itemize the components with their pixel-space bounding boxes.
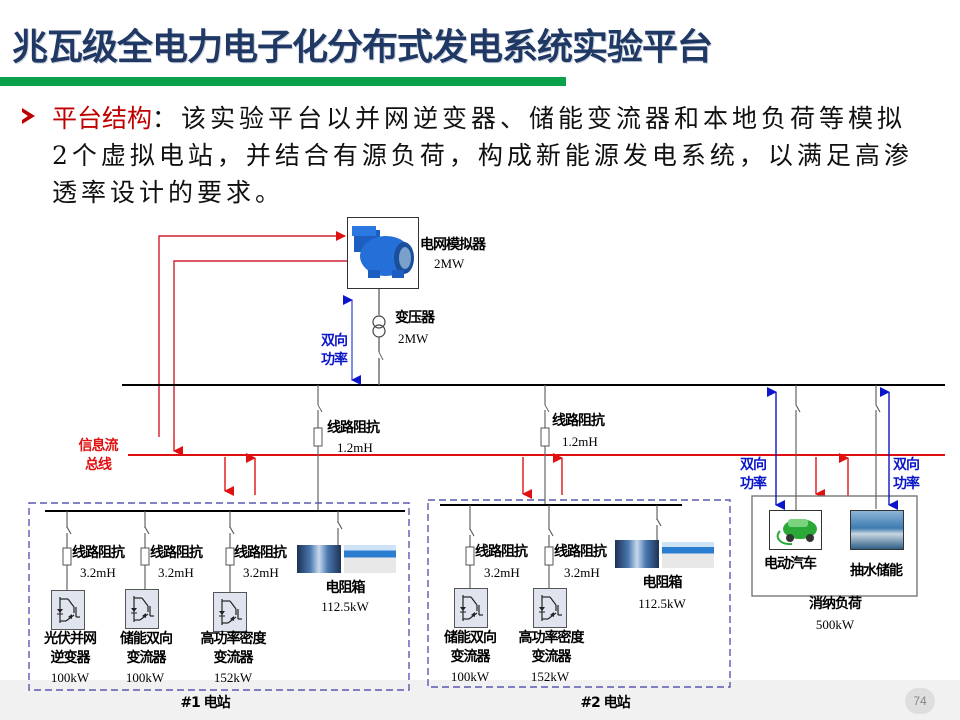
s2-converter-1-icon bbox=[454, 588, 488, 628]
feeder-2-impedance-value: 1.2mH bbox=[562, 434, 598, 449]
s2-resistor-rack-image bbox=[615, 540, 659, 568]
bullet-text: 平台结构：该实验平台以并网逆变器、储能变流器和本地负荷等模拟2个虚拟电站，并结合… bbox=[52, 100, 922, 211]
bullet-arrow-icon bbox=[22, 108, 35, 124]
station-1-label: #1 电站 bbox=[180, 695, 230, 711]
s1-branch-2-impedance-value: 3.2mH bbox=[158, 565, 194, 580]
s2-branch-1-impedance-label: 线路阻抗 bbox=[475, 544, 528, 560]
s2-load-label: 电阻箱 bbox=[642, 575, 683, 591]
generator-icon bbox=[352, 226, 414, 278]
s1-device-2-label: 储能双向变流器 bbox=[120, 631, 173, 666]
feeder-2-impedance-label: 线路阻抗 bbox=[552, 413, 605, 429]
title-underline bbox=[0, 77, 566, 86]
transformer-label: 变压器 bbox=[395, 310, 435, 326]
s1-resistor-rack-image bbox=[297, 545, 341, 573]
s1-converter-1-icon bbox=[51, 590, 85, 630]
s1-load-label: 电阻箱 bbox=[325, 580, 366, 596]
active-load-rating: 500kW bbox=[815, 617, 855, 632]
station-1-border bbox=[28, 502, 410, 691]
s1-branch-2-impedance-label: 线路阻抗 bbox=[150, 545, 203, 561]
s1-device-1-rating: 100kW bbox=[50, 670, 90, 685]
s1-building-image bbox=[344, 545, 396, 573]
feeder-1-impedance-label: 线路阻抗 bbox=[327, 420, 380, 436]
grid-simulator-image bbox=[347, 217, 419, 289]
s1-converter-3-icon bbox=[213, 592, 247, 632]
grid-simulator-label: 电网模拟器 bbox=[420, 237, 486, 253]
s2-converter-2-icon bbox=[533, 588, 567, 628]
bidirectional-power-label: 双向功率 bbox=[321, 333, 348, 368]
s1-device-2-rating: 100kW bbox=[125, 670, 165, 685]
s1-converter-2-icon bbox=[125, 589, 159, 629]
bullet-keyword: 平台结构 bbox=[52, 104, 153, 133]
s1-device-3-rating: 152kW bbox=[213, 670, 253, 685]
s2-device-2-label: 高功率密度变流器 bbox=[518, 630, 585, 665]
s1-device-3-label: 高功率密度变流器 bbox=[200, 631, 267, 666]
active-load-power-label-right: 双向功率 bbox=[893, 457, 920, 492]
s2-branch-2-impedance-value: 3.2mH bbox=[564, 565, 600, 580]
s1-branch-3-impedance-label: 线路阻抗 bbox=[234, 545, 287, 561]
feeder-1-impedance-value: 1.2mH bbox=[337, 440, 373, 455]
s2-branch-2-impedance-label: 线路阻抗 bbox=[554, 544, 607, 560]
electric-car-label: 电动汽车 bbox=[764, 556, 817, 572]
feeder-2 bbox=[540, 385, 550, 505]
pumped-storage-label: 抽水储能 bbox=[850, 563, 903, 579]
station-2-border bbox=[427, 499, 731, 688]
impedance-icon bbox=[540, 427, 550, 447]
active-load-power-label-left: 双向功率 bbox=[740, 457, 767, 492]
s2-load-rating: 112.5kW bbox=[638, 596, 686, 611]
feeder-1 bbox=[313, 385, 323, 511]
transformer-rating: 2MW bbox=[398, 331, 429, 346]
page-number: 74 bbox=[905, 688, 935, 714]
impedance-icon bbox=[313, 427, 323, 447]
active-load-label: 消纳负荷 bbox=[809, 596, 862, 612]
station-2-label: #2 电站 bbox=[580, 695, 630, 711]
electric-car-icon bbox=[776, 519, 817, 546]
info-bus-label: 信息流总线 bbox=[78, 438, 119, 473]
info-lines-to-simulator bbox=[158, 231, 347, 437]
pumped-storage-image bbox=[850, 510, 904, 550]
s1-device-1-label: 光伏并网逆变器 bbox=[44, 631, 97, 666]
bullet-body: ：该实验平台以并网逆变器、储能变流器和本地负荷等模拟2个虚拟电站，并结合有源负荷… bbox=[52, 104, 913, 207]
transformer-icon bbox=[372, 315, 386, 329]
s2-device-1-label: 储能双向变流器 bbox=[444, 630, 497, 665]
s1-branch-3-impedance-value: 3.2mH bbox=[243, 565, 279, 580]
s2-device-2-rating: 152kW bbox=[530, 669, 570, 684]
s2-branch-1-impedance-value: 3.2mH bbox=[484, 565, 520, 580]
s2-building-image bbox=[662, 542, 714, 568]
s2-device-1-rating: 100kW bbox=[450, 669, 490, 684]
slide-title: 兆瓦级全电力电子化分布式发电系统实验平台 bbox=[12, 27, 713, 68]
s1-branch-1-impedance-value: 3.2mH bbox=[80, 565, 116, 580]
electric-car-image bbox=[769, 510, 822, 550]
grid-simulator-rating: 2MW bbox=[434, 256, 465, 271]
s1-branch-1-impedance-label: 线路阻抗 bbox=[72, 545, 125, 561]
s1-load-rating: 112.5kW bbox=[321, 599, 369, 614]
